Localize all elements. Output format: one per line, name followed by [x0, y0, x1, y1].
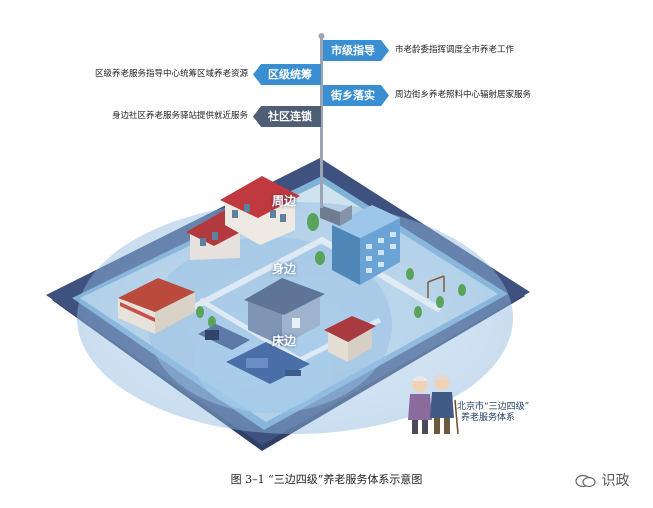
blue-building — [332, 205, 400, 285]
watermark-text: 识政 — [601, 473, 630, 489]
flag-community-label: 社区连锁 — [268, 110, 312, 123]
flag-pole — [320, 36, 323, 208]
flag-city-desc: 市老龄委指挥调度全市养老工作 — [395, 45, 515, 55]
flag-district-desc: 区级养老服务指导中心统筹区域养老资源 — [94, 69, 248, 79]
flag-district-label: 区级统筹 — [268, 68, 312, 81]
zone-label-inner: 床边 — [272, 334, 297, 348]
zone-label-outer: 周边 — [272, 194, 297, 208]
park-swing — [427, 275, 445, 298]
zone-label-middle: 身边 — [272, 262, 297, 276]
red-houses — [186, 176, 300, 260]
figure-caption: 图 3–1 “三边四级”养老服务体系示意图 — [230, 473, 423, 486]
flag-community: 社区连锁 — [253, 106, 321, 127]
flag-street-desc: 周边街乡养老照料中心辐射居家服务 — [395, 90, 532, 100]
flag-district: 区级统筹 — [253, 64, 321, 85]
flag-city: 市级指导 — [323, 40, 389, 61]
flag-community-desc: 身边社区养老服务驿站提供就近服务 — [111, 111, 248, 121]
flag-street: 街乡落实 — [323, 85, 389, 106]
market-stall — [118, 278, 195, 334]
system-label: 北京市“三边四级” 养老服务体系 — [457, 402, 537, 424]
flag-street-label: 街乡落实 — [331, 89, 375, 102]
flag-city-label: 市级指导 — [331, 44, 375, 57]
wechat-icon — [575, 474, 596, 488]
system-label-line1: 北京市“三边四级” — [457, 402, 530, 412]
community-station — [244, 278, 325, 346]
home-interior — [226, 342, 310, 384]
system-label-line2: 养老服务体系 — [461, 413, 516, 423]
watermark: 识政 — [575, 470, 629, 490]
small-red-house — [324, 316, 376, 362]
furniture-cluster — [198, 324, 250, 350]
elderly-couple — [408, 374, 459, 435]
